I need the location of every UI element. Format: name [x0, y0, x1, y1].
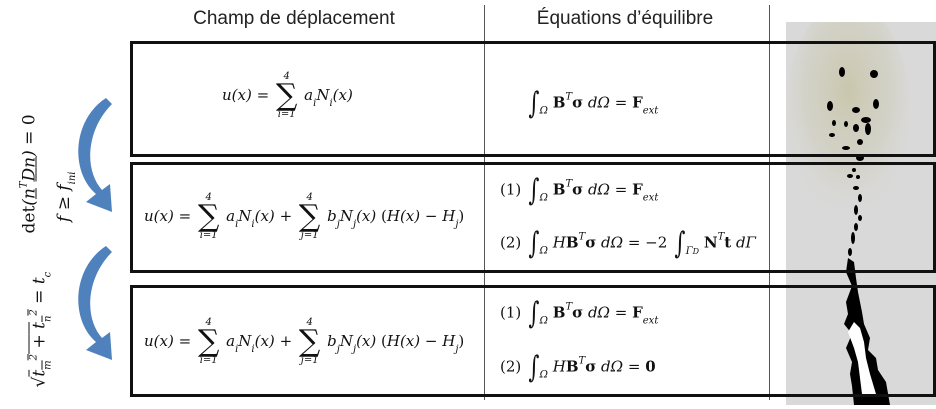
- column-divider-2: [769, 5, 770, 400]
- row-2-equation-1: (1) ∫Ω BTσ dΩ = Fext: [500, 173, 659, 208]
- criterion-1-det: det(nTDn) = 0: [18, 114, 40, 234]
- fracture-image-panel: [786, 2, 936, 405]
- row-2-box: [130, 162, 936, 273]
- row-2-equation-2: (2) ∫Ω HBTσ dΩ = −2 ∫ΓD NTt dΓ: [500, 226, 756, 261]
- arrow-to-row-2: [78, 98, 112, 212]
- fracture-opening: [848, 322, 876, 394]
- column-divider-1: [484, 5, 485, 400]
- fracture-illustration: [786, 2, 910, 405]
- row-3-box: [130, 285, 936, 397]
- header-equilibrium-equations: Équations d’équilibre: [536, 8, 714, 29]
- row-1-equation: ∫Ω BTσ dΩ = Fext: [528, 86, 659, 121]
- crack-particles: [827, 67, 879, 256]
- criterion-2-traction: √tm2 + tn2 = tc: [28, 271, 54, 388]
- criterion-1-f: f ≥ fini: [54, 171, 78, 223]
- row-1-displacement-formula: u(x) = 4∑i=1 aiNi(x): [222, 71, 353, 120]
- row-1-box: [130, 41, 936, 157]
- header-displacement-field: Champ de déplacement: [193, 8, 395, 29]
- damage-zone: [786, 2, 910, 222]
- transition-arrows: [78, 98, 112, 360]
- row-3-equation-1: (1) ∫Ω BTσ dΩ = Fext: [500, 296, 659, 331]
- fracture-path: [844, 258, 890, 405]
- row-2-displacement-formula: u(x) = 4∑i=1 aiNi(x) + 4∑j=1 bjNj(x) (H(…: [144, 192, 465, 241]
- arrow-to-row-3: [78, 246, 112, 360]
- row-3-equation-2: (2) ∫Ω HBTσ dΩ = 0: [500, 350, 656, 385]
- row-3-displacement-formula: u(x) = 4∑i=1 aiNi(x) + 4∑j=1 bjNj(x) (H(…: [144, 317, 465, 366]
